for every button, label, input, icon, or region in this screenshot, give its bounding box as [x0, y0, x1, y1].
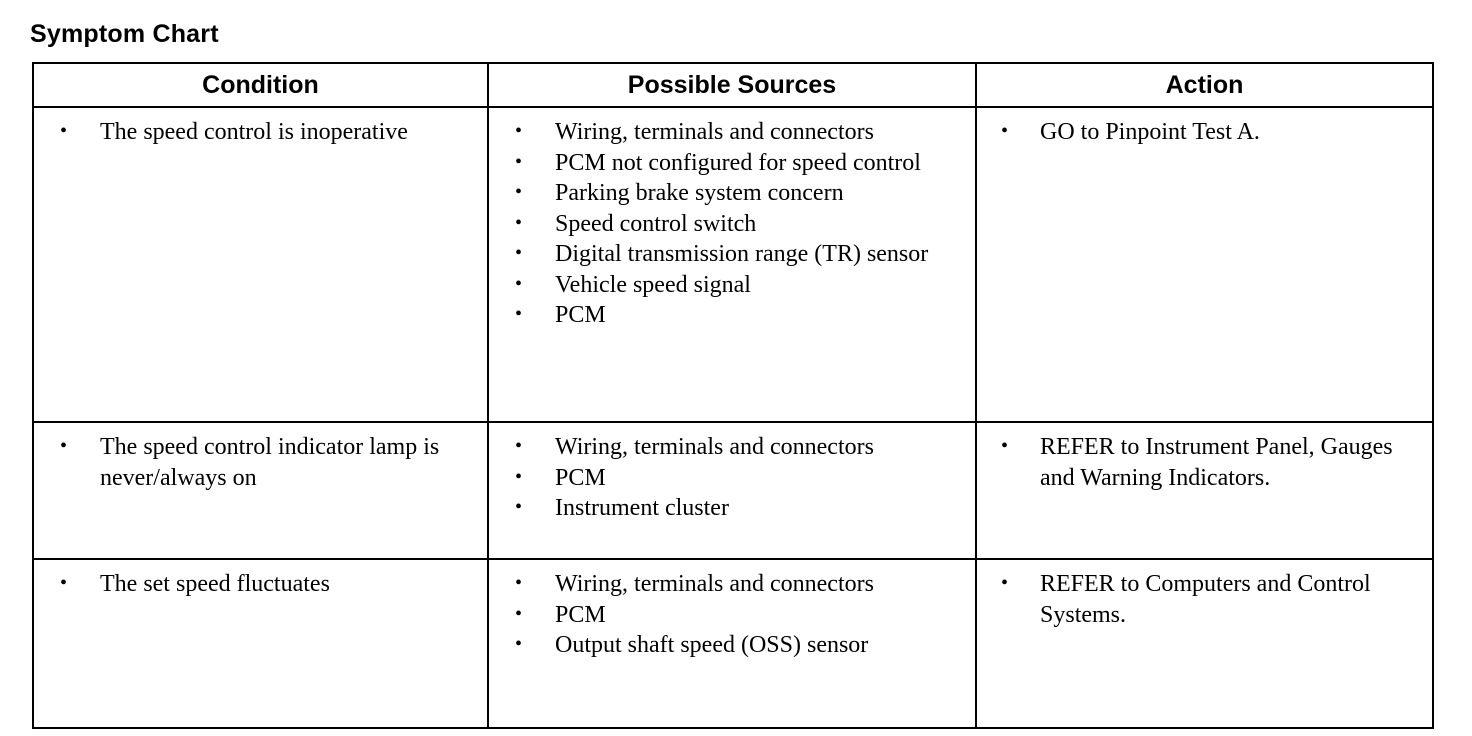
cell-content: The speed control is inoperative: [34, 108, 487, 421]
column-header-possible-sources: Possible Sources: [487, 62, 977, 108]
action-list: GO to Pinpoint Test A.: [985, 116, 1424, 148]
condition-list: The speed control indicator lamp is neve…: [42, 431, 479, 493]
cell-action: REFER to Instrument Panel, Gauges and Wa…: [975, 421, 1434, 560]
list-item: Output shaft speed (OSS) sensor: [497, 629, 967, 661]
cell-possible-sources: Wiring, terminals and connectors PCM Out…: [487, 558, 977, 729]
possible-sources-list: Wiring, terminals and connectors PCM Ins…: [497, 431, 967, 524]
table-body: The speed control is inoperative Wiring,…: [32, 106, 1434, 729]
list-item: The speed control indicator lamp is neve…: [42, 431, 479, 493]
list-item: Wiring, terminals and connectors: [497, 568, 967, 600]
cell-content: The set speed fluctuates: [34, 560, 487, 727]
action-list: REFER to Instrument Panel, Gauges and Wa…: [985, 431, 1424, 493]
possible-sources-list: Wiring, terminals and connectors PCM Out…: [497, 568, 967, 661]
list-item: REFER to Instrument Panel, Gauges and Wa…: [985, 431, 1424, 493]
column-header-action: Action: [975, 62, 1434, 108]
table-row: The speed control indicator lamp is neve…: [32, 421, 1434, 560]
list-item: Vehicle speed signal: [497, 269, 967, 301]
cell-content: Wiring, terminals and connectors PCM Out…: [489, 560, 975, 727]
page-title: Symptom Chart: [30, 20, 219, 48]
cell-action: REFER to Computers and Control Systems.: [975, 558, 1434, 729]
list-item: Parking brake system concern: [497, 177, 967, 209]
list-item: PCM: [497, 599, 967, 631]
symptom-chart-table: Condition Possible Sources Action The sp…: [32, 62, 1434, 729]
table-header: Condition Possible Sources Action: [32, 62, 1434, 108]
cell-content: The speed control indicator lamp is neve…: [34, 423, 487, 558]
cell-condition: The set speed fluctuates: [32, 558, 489, 729]
cell-possible-sources: Wiring, terminals and connectors PCM not…: [487, 106, 977, 423]
list-item: PCM: [497, 462, 967, 494]
column-header-condition: Condition: [32, 62, 489, 108]
table-row: The set speed fluctuates Wiring, termina…: [32, 558, 1434, 729]
list-item: Wiring, terminals and connectors: [497, 116, 967, 148]
list-item: The speed control is inoperative: [42, 116, 479, 148]
cell-content: REFER to Instrument Panel, Gauges and Wa…: [977, 423, 1432, 558]
condition-list: The set speed fluctuates: [42, 568, 479, 600]
possible-sources-list: Wiring, terminals and connectors PCM not…: [497, 116, 967, 331]
cell-content: Wiring, terminals and connectors PCM not…: [489, 108, 975, 421]
cell-content: GO to Pinpoint Test A.: [977, 108, 1432, 421]
list-item: Instrument cluster: [497, 492, 967, 524]
list-item: PCM not configured for speed control: [497, 147, 967, 179]
list-item: PCM: [497, 299, 967, 331]
list-item: Digital transmission range (TR) sensor: [497, 238, 967, 270]
table-row: The speed control is inoperative Wiring,…: [32, 106, 1434, 423]
action-list: REFER to Computers and Control Systems.: [985, 568, 1424, 630]
cell-condition: The speed control is inoperative: [32, 106, 489, 423]
condition-list: The speed control is inoperative: [42, 116, 479, 148]
list-item: The set speed fluctuates: [42, 568, 479, 600]
cell-possible-sources: Wiring, terminals and connectors PCM Ins…: [487, 421, 977, 560]
cell-condition: The speed control indicator lamp is neve…: [32, 421, 489, 560]
cell-content: REFER to Computers and Control Systems.: [977, 560, 1432, 727]
list-item: GO to Pinpoint Test A.: [985, 116, 1424, 148]
cell-content: Wiring, terminals and connectors PCM Ins…: [489, 423, 975, 558]
cell-action: GO to Pinpoint Test A.: [975, 106, 1434, 423]
list-item: REFER to Computers and Control Systems.: [985, 568, 1424, 630]
table-header-row: Condition Possible Sources Action: [32, 62, 1434, 108]
list-item: Speed control switch: [497, 208, 967, 240]
list-item: Wiring, terminals and connectors: [497, 431, 967, 463]
